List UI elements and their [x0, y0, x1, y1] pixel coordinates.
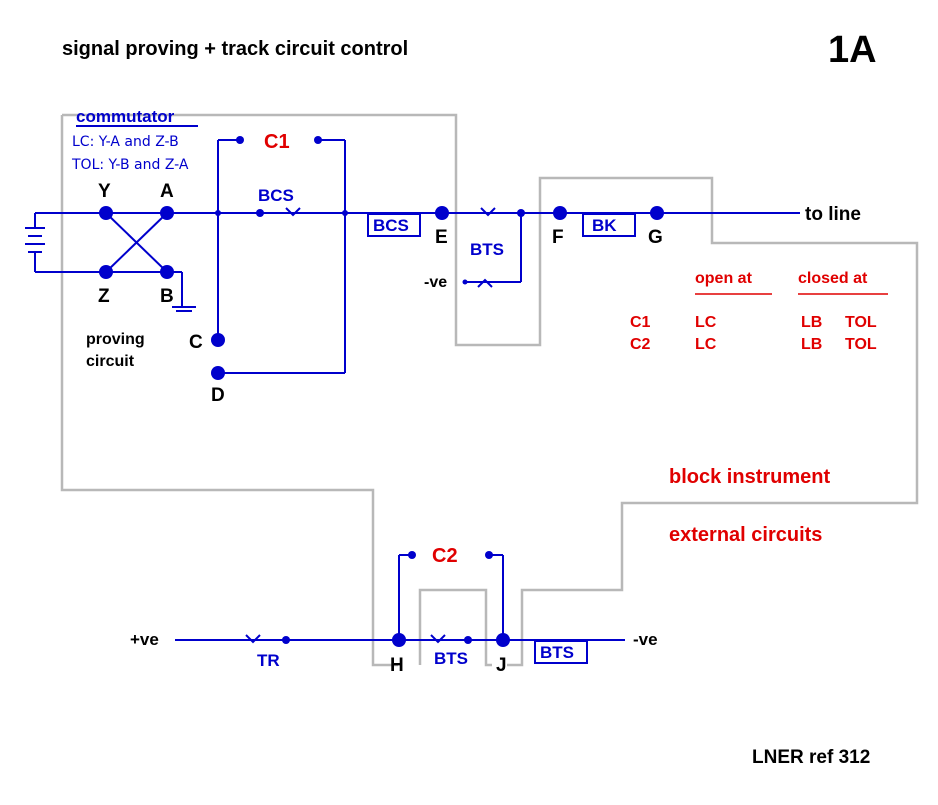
bts-link-boundary [418, 588, 492, 667]
block-instrument-label: block instrument [669, 466, 830, 488]
table-header-closed: closed at [798, 270, 868, 287]
table-row-closed-b: TOL [845, 314, 877, 331]
node-label-e: E [435, 227, 448, 248]
node-label-j: J [496, 655, 507, 676]
contact-c2-label: C2 [432, 545, 458, 567]
proving-circuit-line1: proving [86, 331, 145, 348]
commutator-heading: commutator [76, 107, 175, 126]
table-row-open: LC [695, 336, 717, 353]
table-header-open: open at [695, 270, 753, 287]
commutator-lc-rule: LC: Y-A and Z-B [72, 134, 179, 150]
node-label-z: Z [98, 286, 110, 307]
block-instrument-boundary-top [62, 113, 919, 667]
bcs-box-label: BCS [373, 216, 409, 235]
table-row-open: LC [695, 314, 717, 331]
bcs-box [367, 213, 421, 237]
node-label-f: F [552, 227, 564, 248]
neg-lower-label: -ve [633, 630, 658, 649]
table-row-contact: C2 [630, 336, 651, 353]
bts-box-label: BTS [540, 643, 574, 662]
commutator-tol-rule: TOL: Y-B and Z-A [71, 157, 189, 173]
node-label-d: D [211, 385, 225, 406]
contact-c1-label: C1 [264, 131, 290, 153]
lower-node-dots [282, 551, 510, 647]
table-row-closed-a: LB [801, 336, 822, 353]
bk-box-label: BK [592, 216, 617, 235]
page-title: signal proving + track circuit control [62, 38, 408, 60]
node-label-b: B [160, 286, 174, 307]
bts-box [534, 640, 588, 664]
bcs-contact-label: BCS [258, 186, 294, 205]
reference-label: LNER ref 312 [752, 747, 870, 768]
node-label-c: C [189, 332, 203, 353]
diagram-code: 1A [828, 29, 877, 71]
table-row-closed-a: LB [801, 314, 822, 331]
to-line-label: to line [805, 204, 861, 225]
table-row-closed-b: TOL [845, 336, 877, 353]
node-label-a: A [160, 181, 174, 202]
node-label-h: H [390, 655, 404, 676]
bk-box [582, 213, 636, 237]
node-label-y: Y [98, 181, 111, 202]
bts-upper-label: BTS [470, 240, 504, 259]
table-row-contact: C1 [630, 314, 651, 331]
proving-circuit-line2: circuit [86, 353, 135, 370]
neg-upper-label: -ve [424, 274, 447, 291]
tr-label: TR [257, 651, 280, 670]
external-circuits-label: external circuits [669, 524, 822, 546]
pos-lower-label: +ve [130, 630, 159, 649]
node-label-g: G [648, 227, 663, 248]
upper-node-dots [99, 136, 664, 380]
lower-wiring [175, 554, 625, 644]
block-instrument-boundary [60, 115, 398, 667]
bts-lower-label: BTS [434, 649, 468, 668]
